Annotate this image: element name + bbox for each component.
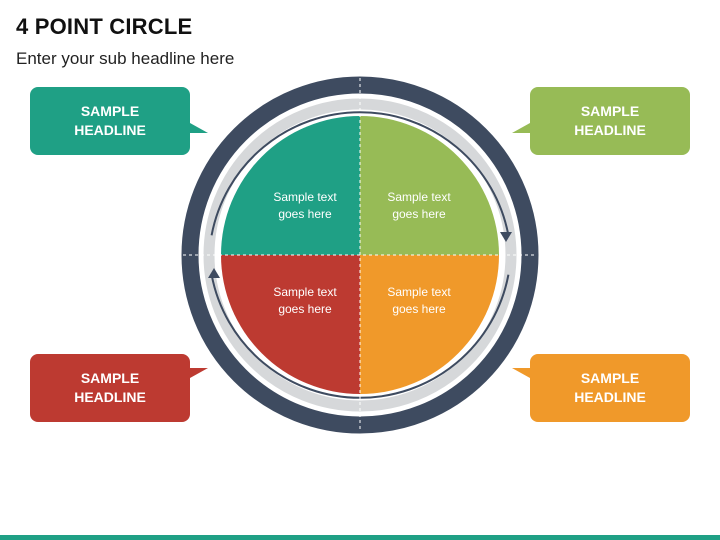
quadrant-bottom-right-text-line1: Sample text: [387, 285, 451, 299]
quadrant-bottom-left-text-line1: Sample text: [273, 285, 337, 299]
quadrant-top-left: [221, 116, 360, 255]
callout-bottom-right-label: SAMPLE HEADLINE: [574, 370, 646, 405]
quadrant-top-left-text-line2: goes here: [278, 207, 332, 221]
callout-top-right-pointer: [512, 123, 530, 133]
callout-top-left-pointer: [190, 123, 208, 133]
page-subtitle: Enter your sub headline here: [16, 49, 235, 68]
arrowhead-left-icon: [208, 268, 220, 278]
quadrant-bottom-right: [360, 255, 499, 394]
callout-bottom-left: SAMPLE HEADLINE: [30, 354, 208, 422]
callout-top-right-label: SAMPLE HEADLINE: [574, 103, 646, 138]
callout-top-left: SAMPLE HEADLINE: [30, 87, 208, 155]
arrowhead-right-icon: [500, 232, 512, 242]
callout-bottom-right-pointer: [512, 368, 530, 378]
quadrant-bottom-right-text-line2: goes here: [392, 302, 446, 316]
quadrant-top-left-text-line1: Sample text: [273, 190, 337, 204]
bottom-accent-bar: [0, 535, 720, 540]
quadrant-top-right-text-line1: Sample text: [387, 190, 451, 204]
callout-top-right: SAMPLE HEADLINE: [512, 87, 690, 155]
quadrant-bottom-left: [221, 255, 360, 394]
quadrant-bottom-left-text-line2: goes here: [278, 302, 332, 316]
page-title: 4 POINT CIRCLE: [16, 14, 193, 39]
quadrant-top-right-text-line2: goes here: [392, 207, 446, 221]
callout-bottom-left-label: SAMPLE HEADLINE: [74, 370, 146, 405]
callout-bottom-right: SAMPLE HEADLINE: [512, 354, 690, 422]
quadrant-top-right: [360, 116, 499, 255]
cycle-arrow-top: [210, 111, 510, 236]
callout-bottom-left-pointer: [190, 368, 208, 378]
callout-top-left-label: SAMPLE HEADLINE: [74, 103, 146, 138]
